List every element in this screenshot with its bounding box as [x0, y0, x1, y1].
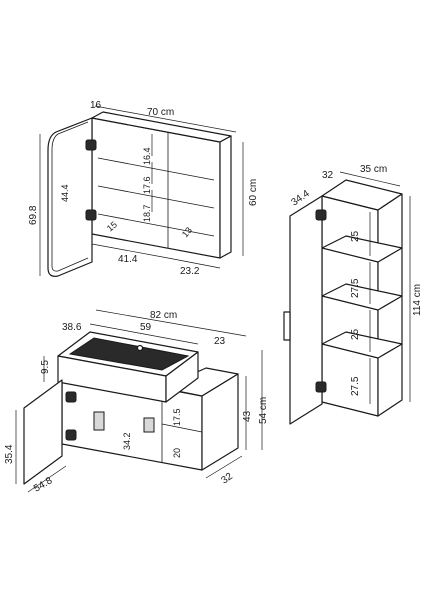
tall-cabinet: 25 27.5 25 27.5 114 cm 35 cm 32 34.4	[283, 164, 423, 425]
dim-basin-height-label: 9.5	[40, 360, 51, 374]
dim-shelf-label: 27.5	[350, 278, 361, 298]
basin-side	[165, 351, 199, 403]
hinge-icon	[65, 429, 77, 441]
dim-height-label: 60 cm	[248, 179, 259, 206]
dim-shelf-label: 25	[350, 328, 361, 340]
mirror-cabinet-side	[219, 135, 232, 259]
dim-door-width-label: 54.8	[32, 475, 55, 494]
hinge-icon	[85, 139, 97, 151]
mirror-cabinet: 70 cm 16 60 cm 69.8 44.4 16.4 17.6 18.7 …	[28, 100, 259, 277]
mirror-panel	[51, 121, 89, 272]
dim-total-width-label: 82 cm	[150, 310, 177, 321]
hinge-icon	[315, 381, 327, 393]
dim-door-height-label: 69.8	[28, 205, 39, 225]
mirror-cabinet-door	[47, 117, 93, 277]
dim-door-depth-label: 16	[90, 100, 102, 111]
mirror-cabinet-shelf	[97, 185, 215, 209]
tall-cabinet-shelf	[321, 331, 403, 359]
door-handle-icon	[283, 311, 291, 341]
hinge-icon	[85, 209, 97, 221]
drain-pipe	[143, 417, 155, 433]
dim-height-label: 114 cm	[412, 284, 423, 316]
vanity-side	[201, 373, 239, 471]
basin-bowl	[68, 337, 190, 371]
dim-shelf-label: 25	[350, 230, 361, 242]
vanity-side-shelf	[161, 423, 203, 433]
mirror-cabinet-shelf	[97, 157, 215, 181]
dim-side-shelf-top-label: 17.5	[172, 408, 182, 426]
dim-shelf-label: 18.7	[142, 204, 152, 222]
drain-pipe	[93, 411, 105, 431]
dim-depth-label: 32	[322, 170, 334, 181]
dim-line	[339, 171, 401, 187]
dim-bottom-gap-label: 15	[105, 219, 119, 233]
tall-cabinet-door	[289, 195, 323, 425]
dim-line	[94, 105, 237, 133]
dim-side-shelf-bottom-label: 20	[172, 448, 182, 458]
vanity-door	[23, 379, 63, 485]
dim-shelf-label: 27.5	[350, 376, 361, 396]
tall-cabinet-shelf	[321, 283, 403, 311]
mirror-cabinet-shelf	[97, 213, 215, 237]
dim-shelf-label: 16.4	[142, 147, 152, 165]
dim-line	[27, 465, 67, 493]
dim-side-shelf-label: 13	[180, 225, 194, 239]
dim-depth-label: 38.6	[62, 322, 82, 333]
dim-shelf-label: 17.6	[142, 176, 152, 194]
hinge-icon	[65, 391, 77, 403]
tall-cabinet-shelf	[321, 235, 403, 263]
tap-hole-icon	[136, 344, 144, 352]
dim-line	[89, 323, 199, 345]
dim-line	[205, 455, 243, 479]
dim-bottom-left-label: 41.4	[118, 254, 138, 265]
dim-inner-height-label: 34.2	[122, 432, 132, 450]
dim-width-label: 70 cm	[147, 107, 174, 118]
dim-side-depth-label: 32	[219, 471, 235, 487]
dim-side-width-label: 23	[214, 336, 226, 347]
dim-inner-height-label: 44.4	[60, 184, 70, 202]
dim-line	[91, 243, 169, 259]
dim-total-height-label: 54 cm	[258, 397, 269, 424]
dim-door-height-label: 35.4	[4, 444, 15, 464]
dim-width-label: 35 cm	[360, 164, 387, 175]
vanity-unit: 82 cm 59 38.6 23 9.5 35.4 54.8 34.2 17.5…	[4, 309, 269, 495]
dim-line	[167, 257, 221, 269]
dim-bottom-right-label: 23.2	[180, 266, 200, 277]
dim-basin-width-label: 59	[140, 322, 152, 333]
dim-line	[95, 309, 247, 337]
hinge-icon	[315, 209, 327, 221]
dim-cabinet-height-label: 43	[242, 410, 253, 422]
